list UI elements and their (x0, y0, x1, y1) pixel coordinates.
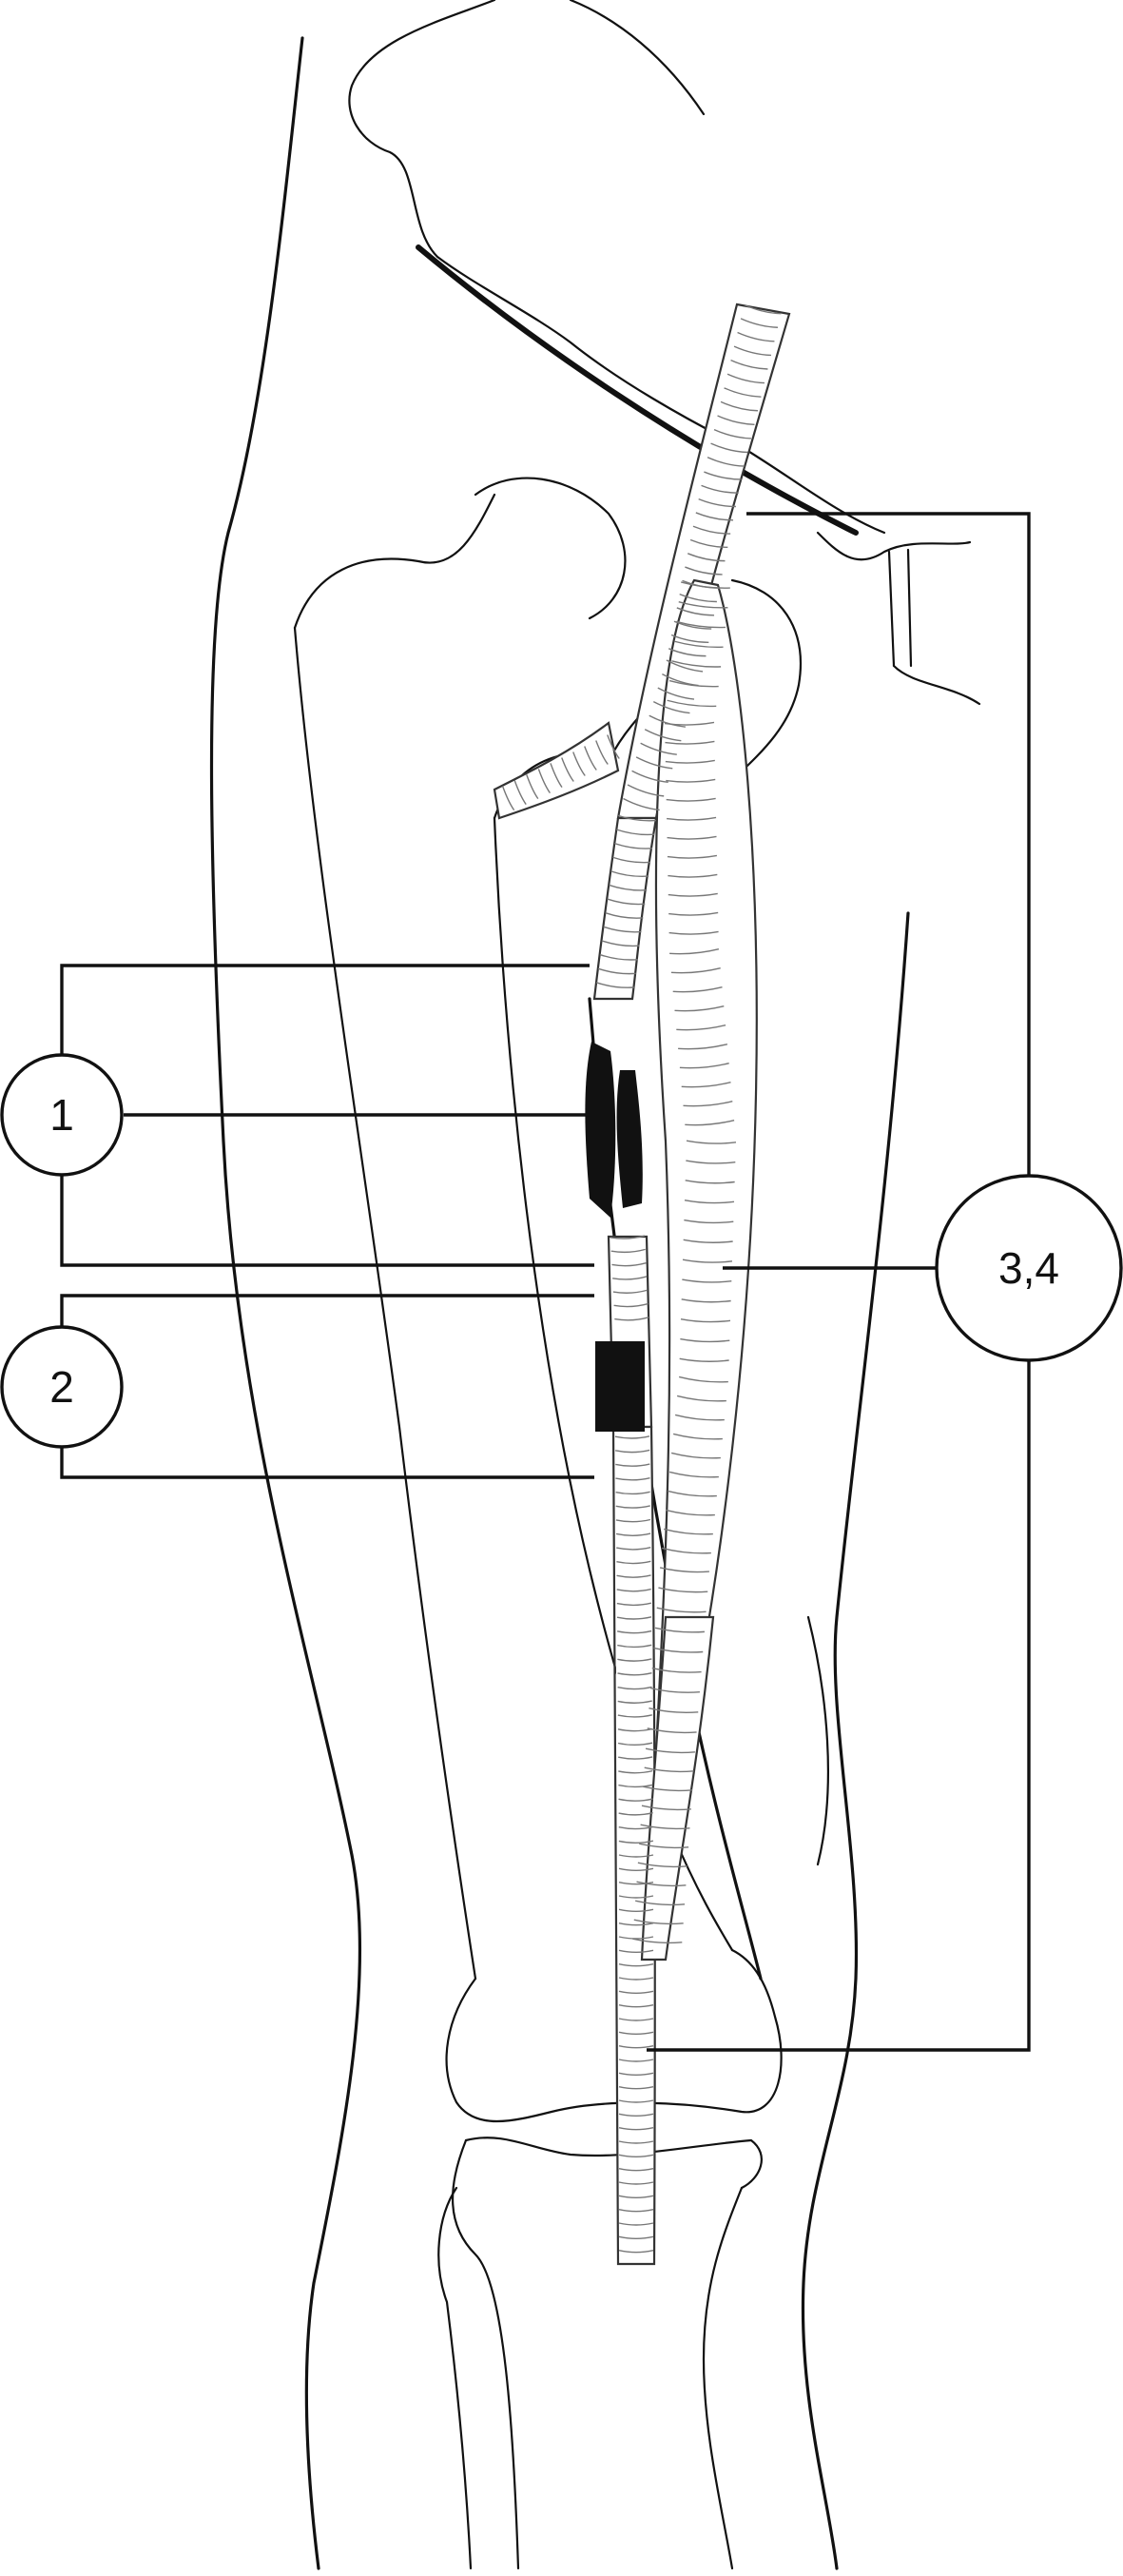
callout-2-label: 2 (49, 1362, 74, 1412)
callout-3-4-label: 3,4 (998, 1243, 1059, 1293)
greater-trochanter (293, 493, 496, 630)
knee-crease-right (806, 1615, 829, 1866)
leader-1 (60, 964, 594, 1267)
pelvis-iliac-crest (569, 0, 706, 116)
pubic-symphysis (887, 548, 913, 668)
occlusion-upper-left (585, 1042, 616, 1218)
femoral-head (474, 477, 627, 620)
profunda-rings (501, 734, 620, 811)
femur-lateral-shaft (293, 626, 477, 1981)
bypass-graft (640, 578, 758, 1961)
pubic-ramus (816, 531, 972, 561)
artery-upper-rings (595, 303, 782, 988)
femur-medial-shaft (493, 816, 734, 1952)
tibia-lateral (452, 2138, 520, 2570)
fibula-head (437, 2186, 473, 2570)
callout-2: 2 (0, 1325, 124, 1449)
occlusion-upper-right (616, 1070, 643, 1208)
leg-outline-right (801, 911, 910, 2570)
occlusion-lower (595, 1341, 645, 1432)
pubic-lower (892, 664, 981, 706)
tibial-plateau (464, 2137, 763, 2190)
pelvis-outline (348, 0, 886, 535)
profunda-branch (493, 721, 620, 820)
leg-outline-left (209, 36, 362, 2570)
callout-1: 1 (0, 1053, 124, 1177)
femoral-condyles (445, 1948, 783, 2122)
leader-2 (60, 1294, 594, 1479)
artery-distal-rings (614, 1435, 654, 2254)
graft-rings (632, 581, 737, 1944)
artery-lower-rings (610, 1235, 649, 1321)
obturator-region (721, 578, 802, 791)
callout-1-label: 1 (49, 1090, 74, 1140)
inguinal-ligament (416, 244, 859, 536)
callout-3-4: 3,4 (935, 1174, 1123, 1362)
tibia-medial (702, 2186, 744, 2570)
